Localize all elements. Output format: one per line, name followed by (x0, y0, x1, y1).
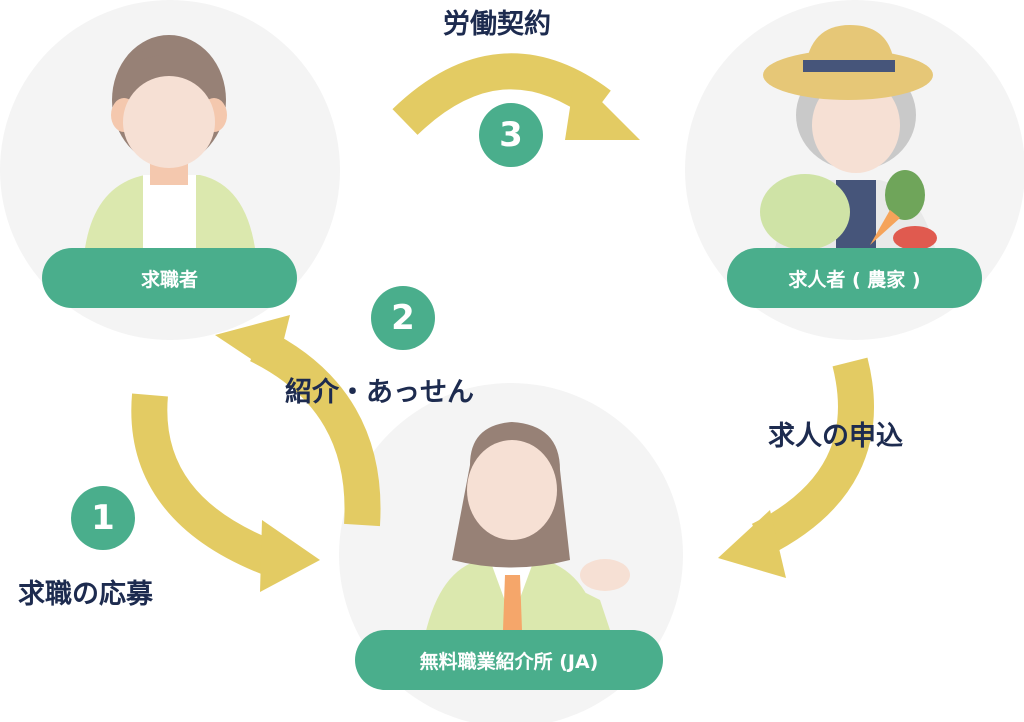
step-1-badge: 1 (71, 486, 135, 550)
arrow-apply (131, 393, 282, 577)
job-offer-label: 求人の申込 (768, 421, 903, 452)
step-1-label: 求職の応募 (18, 579, 153, 610)
step-2-label: 紹介・あっせん (285, 377, 474, 408)
step-3-badge: 3 (479, 103, 543, 167)
arrow-job-offer-head (718, 510, 786, 578)
employer-label: 求人者 ( 農家 ) (727, 248, 982, 308)
arrow-contract-head (565, 75, 640, 140)
employer-illustration (760, 25, 937, 250)
arrow-referral-head (215, 315, 290, 375)
arrow-job-offer (751, 357, 874, 557)
agency-illustration (425, 422, 630, 635)
step-2-badge: 2 (371, 286, 435, 350)
arrow-apply-head (260, 520, 320, 592)
job-seeker-label: 求職者 (42, 248, 297, 308)
job-seeker-illustration (85, 35, 255, 248)
step-3-label: 労働契約 (443, 9, 551, 40)
agency-label: 無料職業紹介所 (JA) (355, 630, 663, 690)
arrow-referral (249, 328, 381, 527)
